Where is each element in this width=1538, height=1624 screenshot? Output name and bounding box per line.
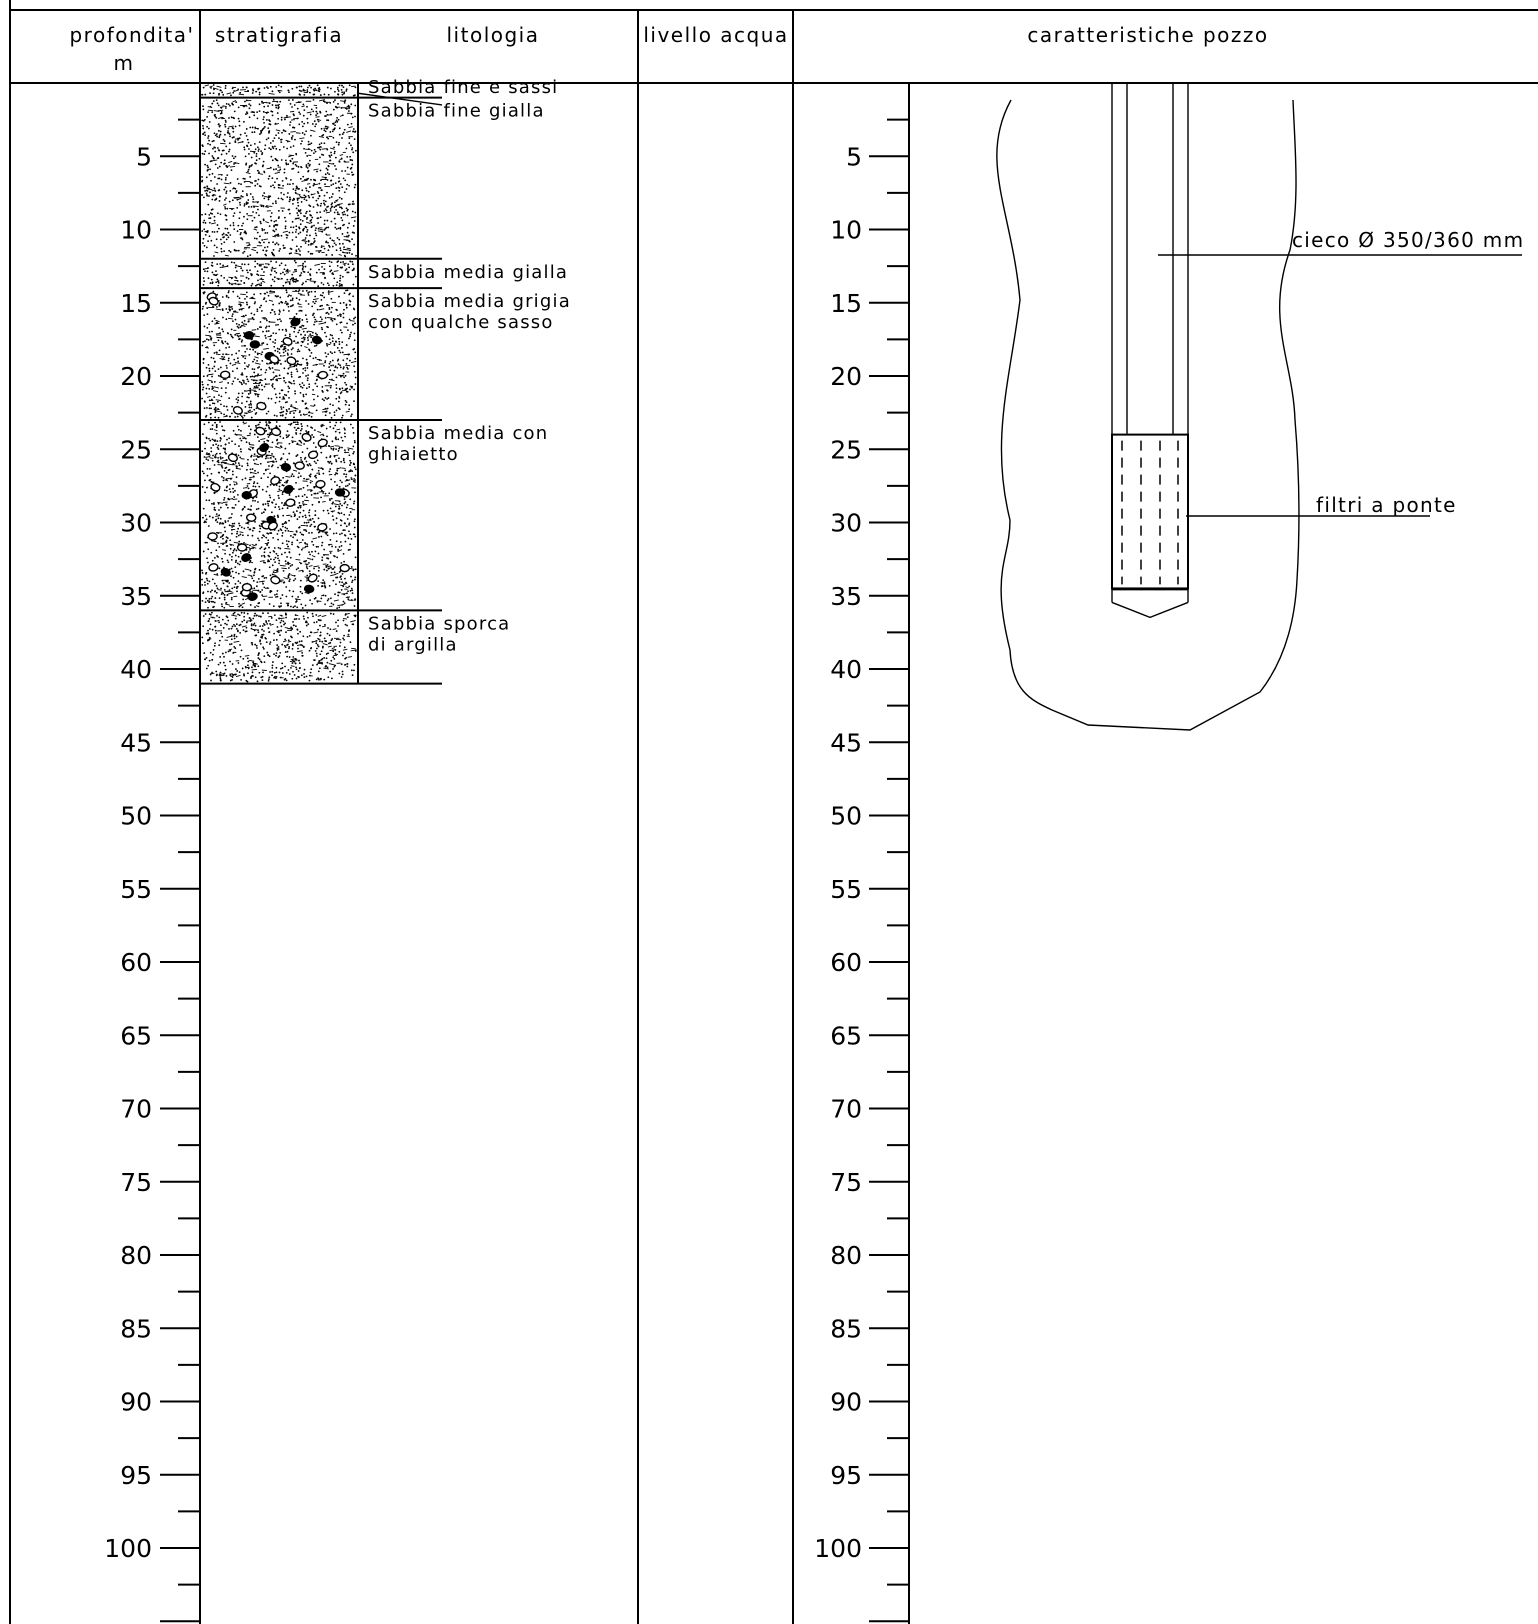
right-depth-label: 70 (830, 1095, 862, 1124)
right-depth-label: 40 (830, 655, 862, 684)
right-depth-label: 25 (830, 435, 862, 464)
stratum-sand-gravel (201, 421, 357, 610)
left-depth-label: 35 (120, 582, 152, 611)
header-water-level: livello acqua (643, 23, 788, 47)
left-depth-label: 55 (120, 875, 152, 904)
left-depth-label: 100 (104, 1534, 152, 1563)
layer-description: ghiaietto (368, 444, 459, 465)
right-depth-label: 10 (830, 216, 862, 245)
left-depth-label: 50 (120, 802, 152, 831)
left-depth-label: 15 (120, 289, 152, 318)
left-depth-label: 60 (120, 948, 152, 977)
left-depth-label: 20 (120, 362, 152, 391)
borehole-outline (996, 99, 1300, 731)
right-depth-label: 60 (830, 948, 862, 977)
layer-description: Sabbia media grigia (368, 291, 571, 312)
bridge-filters (1111, 433, 1189, 619)
well-leader-lines (1158, 254, 1522, 517)
layer-description: Sabbia media con (368, 423, 548, 444)
stratigraphy-boundaries (200, 83, 443, 685)
layer-description: di argilla (368, 634, 458, 655)
left-depth-label: 75 (120, 1168, 152, 1197)
right-depth-label: 20 (830, 362, 862, 391)
left-depth-label: 65 (120, 1021, 152, 1050)
header-well-characteristics: caratteristiche pozzo (1027, 23, 1268, 47)
layer-description: Sabbia media gialla (368, 262, 568, 283)
left-depth-label: 45 (120, 728, 152, 757)
header-depth: profondita' (69, 23, 194, 47)
right-depth-label: 45 (830, 728, 862, 757)
header-lithology: litologia (447, 23, 540, 47)
left-depth-label: 70 (120, 1095, 152, 1124)
depth-axis-right: 5 10 15 20 25 30 35 40 45 50 55 60 65 70 75 80 85 90 95 100 (814, 118, 909, 1623)
right-depth-label: 5 (846, 142, 862, 171)
layer-description: Sabbia fine e sassi (368, 77, 558, 98)
right-depth-label: 95 (830, 1461, 862, 1490)
left-depth-label: 95 (120, 1461, 152, 1490)
layer-label-leader (357, 92, 443, 106)
right-depth-label: 35 (830, 582, 862, 611)
bottom-cone (1111, 601, 1189, 619)
left-depth-label: 40 (120, 655, 152, 684)
stratum-fine-sand (201, 611, 357, 683)
stratum-medium-sand (202, 259, 357, 287)
left-depth-label: 10 (120, 216, 152, 245)
right-depth-label: 30 (830, 509, 862, 538)
layer-description: con qualche sasso (368, 312, 554, 333)
right-depth-label: 80 (830, 1241, 862, 1270)
right-depth-label: 50 (830, 802, 862, 831)
layer-description: Sabbia sporca (368, 613, 510, 634)
left-depth-label: 30 (120, 509, 152, 538)
header-row: profondita' m stratigrafia litologia liv… (69, 23, 1268, 75)
stratum-fine-sand (201, 98, 357, 258)
right-depth-label: 15 (830, 289, 862, 318)
header-depth-unit: m (114, 51, 135, 75)
blind-casing-label: cieco Ø 350/360 mm (1292, 228, 1524, 252)
right-depth-label: 100 (814, 1534, 862, 1563)
left-depth-label: 25 (120, 435, 152, 464)
left-depth-label: 90 (120, 1388, 152, 1417)
left-depth-label: 80 (120, 1241, 152, 1270)
header-stratigraphy: stratigrafia (215, 23, 343, 47)
well-diagram: cieco Ø 350/360 mm filtri a ponte (996, 83, 1524, 731)
right-depth-label: 55 (830, 875, 862, 904)
stratum-sand-stones (201, 289, 357, 419)
right-depth-label: 65 (830, 1021, 862, 1050)
filters-label: filtri a ponte (1316, 493, 1457, 517)
filter-screen (1111, 433, 1189, 590)
depth-axis-left: 5 10 15 20 25 30 35 40 45 50 55 60 65 70 75 80 85 90 95 100 (104, 118, 200, 1623)
left-depth-label: 85 (120, 1314, 152, 1343)
right-depth-label: 75 (830, 1168, 862, 1197)
layer-description: Sabbia fine gialla (368, 101, 545, 122)
stratum-fine-sand (201, 84, 357, 97)
right-depth-label: 85 (830, 1314, 862, 1343)
right-depth-label: 90 (830, 1388, 862, 1417)
stratigraphy-column (201, 84, 357, 683)
left-depth-label: 5 (136, 142, 152, 171)
blind-casing (1111, 83, 1189, 435)
